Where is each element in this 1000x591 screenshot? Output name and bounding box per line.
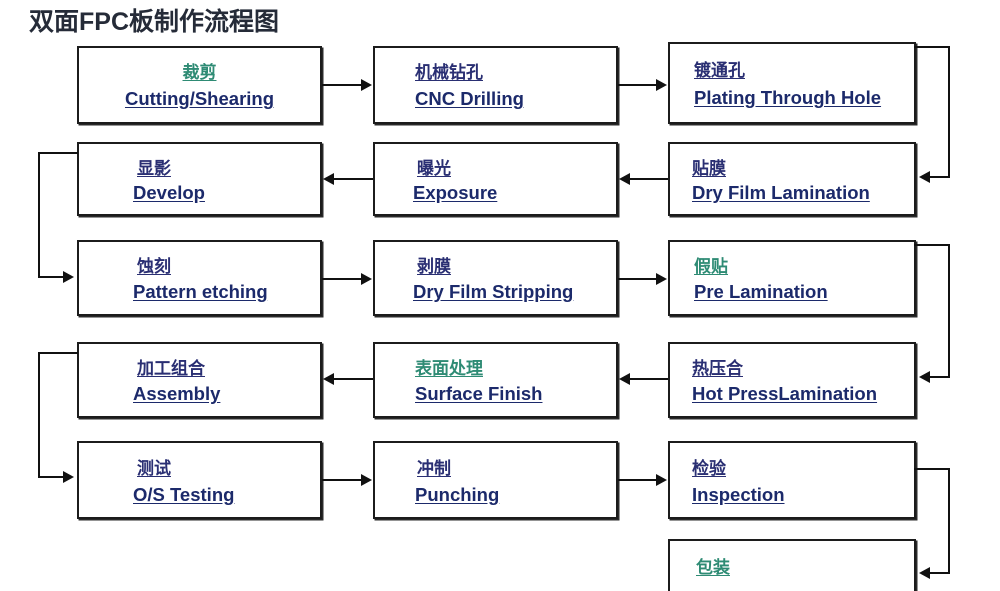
node-pre-lamination-en: Pre Lamination xyxy=(694,281,828,302)
node-pattern-etching-cn: 蚀刻 xyxy=(137,257,171,276)
node-dry-film-lamination-en: Dry Film Lamination xyxy=(692,182,870,203)
node-dry-film-stripping-cn: 剥膜 xyxy=(417,257,451,276)
node-surface-finish-en: Surface Finish xyxy=(415,383,543,404)
edge-prelam-wrap-arrow xyxy=(919,371,930,383)
edge-dfl-to-exposure-arrow xyxy=(619,173,630,185)
edge-exposure-to-develop-arrow xyxy=(323,173,334,185)
node-exposure[interactable]: 曝光 Exposure xyxy=(373,142,618,216)
edge-surface-to-assembly-arrow xyxy=(323,373,334,385)
edge-inspect-wrap-arrow xyxy=(919,567,930,579)
edge-drilling-to-pth-line xyxy=(618,84,656,86)
node-inspection-en: Inspection xyxy=(692,484,785,505)
node-develop[interactable]: 显影 Develop xyxy=(77,142,322,216)
node-cutting-cn: 裁剪 xyxy=(182,63,217,82)
node-pre-lamination-cn: 假贴 xyxy=(694,257,728,276)
edge-testing-to-punching-line xyxy=(322,479,362,481)
edge-punching-to-inspect-arrow xyxy=(656,474,667,486)
node-os-testing-cn: 测试 xyxy=(137,459,171,478)
node-dry-film-lamination[interactable]: 贴膜 Dry Film Lamination xyxy=(668,142,916,216)
node-inspection[interactable]: 检验 Inspection xyxy=(668,441,916,519)
node-cutting[interactable]: 裁剪 Cutting/Shearing xyxy=(77,46,322,124)
edge-exposure-to-develop-line xyxy=(334,178,373,180)
node-plating-through-hole-cn: 镀通孔 xyxy=(694,61,745,80)
edge-assembly-wrap-bottom xyxy=(38,476,64,478)
node-cnc-drilling-cn: 机械钻孔 xyxy=(415,63,483,82)
edge-etching-to-stripping-line xyxy=(322,278,362,280)
node-exposure-en: Exposure xyxy=(413,182,498,203)
node-cutting-en: Cutting/Shearing xyxy=(124,88,275,109)
node-os-testing-en: O/S Testing xyxy=(133,484,235,505)
edge-develop-wrap-top xyxy=(38,152,78,154)
edge-pth-wrap-vertical xyxy=(948,46,950,178)
edge-pth-wrap-arrow xyxy=(919,171,930,183)
edge-drilling-to-pth-arrow xyxy=(656,79,667,91)
edge-assembly-wrap-vertical xyxy=(38,352,40,478)
edge-stripping-to-prelam-line xyxy=(618,278,656,280)
edge-develop-wrap-bottom xyxy=(38,276,64,278)
node-punching[interactable]: 冲制 Punching xyxy=(373,441,618,519)
node-hot-press-lamination-cn: 热压合 xyxy=(692,359,743,378)
edge-stripping-to-prelam-arrow xyxy=(656,273,667,285)
edge-dfl-to-exposure-line xyxy=(630,178,668,180)
node-inspection-cn: 检验 xyxy=(692,459,726,478)
node-packaging[interactable]: 包装 xyxy=(668,539,916,591)
node-exposure-cn: 曝光 xyxy=(417,159,451,178)
edge-etching-to-stripping-arrow xyxy=(361,273,372,285)
edge-inspect-wrap-bottom xyxy=(930,572,950,574)
edge-pth-wrap-bottom xyxy=(930,176,950,178)
node-develop-cn: 显影 xyxy=(137,159,171,178)
edge-hotpress-to-surface-arrow xyxy=(619,373,630,385)
node-assembly-cn: 加工组合 xyxy=(137,359,205,378)
node-dry-film-stripping[interactable]: 剥膜 Dry Film Stripping xyxy=(373,240,618,316)
node-develop-en: Develop xyxy=(133,182,205,203)
edge-assembly-wrap-top xyxy=(38,352,78,354)
edge-cutting-to-drilling-line xyxy=(322,84,362,86)
node-surface-finish-cn: 表面处理 xyxy=(415,359,483,378)
node-os-testing[interactable]: 测试 O/S Testing xyxy=(77,441,322,519)
node-punching-cn: 冲制 xyxy=(417,459,451,478)
edge-develop-wrap-arrow xyxy=(63,271,74,283)
node-hot-press-lamination[interactable]: 热压合 Hot PressLamination xyxy=(668,342,916,418)
edge-pth-wrap-top xyxy=(914,46,950,48)
edge-assembly-wrap-arrow xyxy=(63,471,74,483)
edge-inspect-wrap-top xyxy=(914,468,950,470)
node-dry-film-stripping-en: Dry Film Stripping xyxy=(413,281,574,302)
node-pattern-etching[interactable]: 蚀刻 Pattern etching xyxy=(77,240,322,316)
node-punching-en: Punching xyxy=(415,484,500,505)
page-title: 双面FPC板制作流程图 xyxy=(29,8,280,36)
node-packaging-cn: 包装 xyxy=(696,558,730,577)
node-assembly[interactable]: 加工组合 Assembly xyxy=(77,342,322,418)
node-plating-through-hole-en: Plating Through Hole xyxy=(694,87,882,108)
edge-inspect-wrap-vertical xyxy=(948,468,950,574)
node-plating-through-hole[interactable]: 镀通孔 Plating Through Hole xyxy=(668,42,916,124)
node-assembly-en: Assembly xyxy=(133,383,221,404)
edge-testing-to-punching-arrow xyxy=(361,474,372,486)
node-pattern-etching-en: Pattern etching xyxy=(133,281,268,302)
node-dry-film-lamination-cn: 贴膜 xyxy=(692,159,726,178)
node-cnc-drilling[interactable]: 机械钻孔 CNC Drilling xyxy=(373,46,618,124)
edge-develop-wrap-vertical xyxy=(38,152,40,278)
edge-hotpress-to-surface-line xyxy=(630,378,668,380)
edge-surface-to-assembly-line xyxy=(334,378,373,380)
edge-prelam-wrap-bottom xyxy=(930,376,950,378)
node-hot-press-lamination-en: Hot PressLamination xyxy=(692,383,878,404)
node-pre-lamination[interactable]: 假贴 Pre Lamination xyxy=(668,240,916,316)
edge-punching-to-inspect-line xyxy=(618,479,656,481)
edge-prelam-wrap-vertical xyxy=(948,244,950,378)
node-surface-finish[interactable]: 表面处理 Surface Finish xyxy=(373,342,618,418)
node-cnc-drilling-en: CNC Drilling xyxy=(415,88,524,109)
edge-cutting-to-drilling-arrow xyxy=(361,79,372,91)
edge-prelam-wrap-top xyxy=(914,244,950,246)
